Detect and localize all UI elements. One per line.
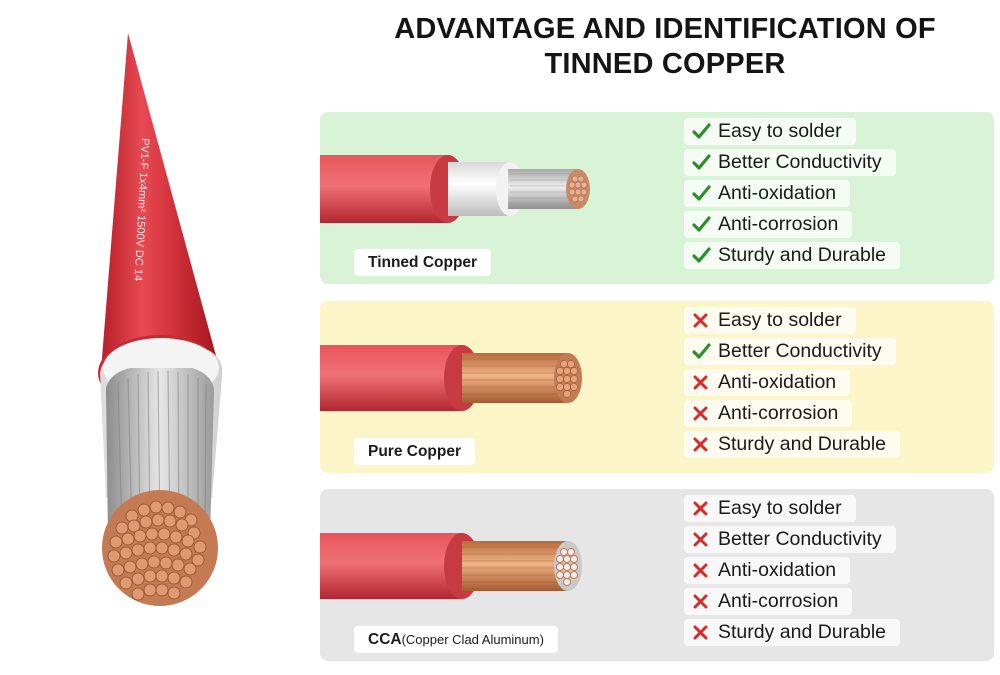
feature-anti-oxidation: Anti-oxidation — [684, 557, 851, 584]
cross-icon — [692, 562, 718, 579]
feature-anti-oxidation: Anti-oxidation — [684, 369, 851, 396]
cross-icon — [692, 593, 718, 610]
tinned-copper-cable-icon — [320, 155, 590, 223]
tinned-copper-label: Tinned Copper — [354, 249, 492, 276]
title-line-1: ADVANTAGE AND IDENTIFICATION OF — [394, 13, 936, 45]
feature-easy-to-solder: Easy to solder — [684, 495, 856, 522]
cross-icon — [692, 405, 718, 422]
cca-label-subtitle: (Copper Clad Aluminum) — [401, 632, 544, 647]
panel-cca: CCA(Copper Clad Aluminum) Easy to solder… — [320, 489, 994, 661]
cca-cable-icon — [320, 533, 582, 599]
pure-copper-features: Easy to solder Better Conductivity Anti-… — [684, 307, 984, 462]
feature-better-conductivity: Better Conductivity — [684, 149, 896, 176]
feature-easy-to-solder: Easy to solder — [684, 118, 856, 145]
cross-icon — [692, 312, 718, 329]
cross-icon — [692, 436, 718, 453]
feature-sturdy-and-durable: Sturdy and Durable — [684, 431, 901, 458]
feature-better-conductivity: Better Conductivity — [684, 338, 896, 365]
feature-anti-oxidation: Anti-oxidation — [684, 180, 851, 207]
check-icon — [692, 185, 718, 202]
feature-anti-corrosion: Anti-corrosion — [684, 211, 853, 238]
check-icon — [692, 123, 718, 140]
cross-icon — [692, 500, 718, 517]
feature-anti-corrosion: Anti-corrosion — [684, 588, 853, 615]
cable-cross-section-illustration: PV1-F 1x4mm² 1500V DC 14 — [98, 33, 223, 606]
cross-icon — [692, 531, 718, 548]
check-icon — [692, 154, 718, 171]
feature-easy-to-solder: Easy to solder — [684, 307, 856, 334]
pure-copper-label: Pure Copper — [354, 438, 476, 465]
panel-tinned-copper: Tinned Copper Easy to solder Better Cond… — [320, 112, 994, 284]
feature-anti-corrosion: Anti-corrosion — [684, 400, 853, 427]
check-icon — [692, 343, 718, 360]
tinned-copper-features: Easy to solder Better Conductivity Anti-… — [684, 118, 984, 273]
feature-sturdy-and-durable: Sturdy and Durable — [684, 242, 901, 269]
pure-copper-cable-icon — [320, 345, 582, 411]
panel-pure-copper: Pure Copper Easy to solder Better Conduc… — [320, 301, 994, 473]
title-line-2: TINNED COPPER — [544, 48, 786, 80]
feature-better-conductivity: Better Conductivity — [684, 526, 896, 553]
cca-features: Easy to solder Better Conductivity Anti-… — [684, 495, 984, 650]
feature-sturdy-and-durable: Sturdy and Durable — [684, 619, 901, 646]
cross-icon — [692, 374, 718, 391]
cross-icon — [692, 624, 718, 641]
check-icon — [692, 247, 718, 264]
page-title: ADVANTAGE AND IDENTIFICATION OF TINNED C… — [330, 12, 1000, 82]
check-icon — [692, 216, 718, 233]
cca-label: CCA(Copper Clad Aluminum) — [354, 626, 558, 653]
